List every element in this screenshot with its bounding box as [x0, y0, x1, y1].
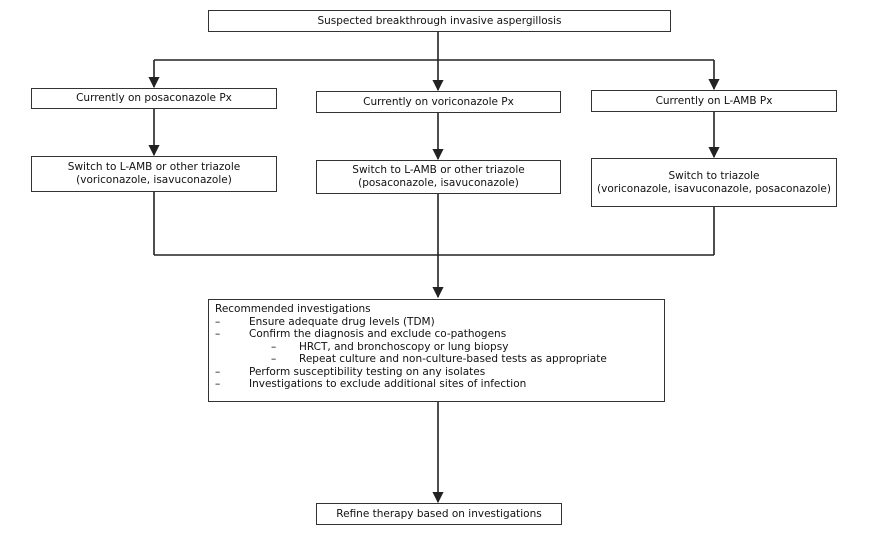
- current-voriconazole-box: Currently on voriconazole Px: [316, 91, 561, 113]
- bullet-dash: –: [215, 365, 221, 378]
- switch-posaconazole-line2: (voriconazole, isavuconazole): [76, 174, 232, 186]
- current-posaconazole-label: Currently on posaconazole Px: [76, 92, 232, 104]
- investigation-item: – Investigations to exclude additional s…: [215, 378, 658, 391]
- investigations-box: Recommended investigations – Ensure adeq…: [208, 299, 665, 402]
- investigation-subitem: – Repeat culture and non-culture-based t…: [215, 353, 658, 366]
- bullet-dash: –: [271, 340, 277, 353]
- switch-posaconazole-box: Switch to L-AMB or other triazole (voric…: [31, 156, 277, 192]
- switch-voriconazole-line2: (posaconazole, isavuconazole): [358, 177, 519, 189]
- switch-posaconazole-line1: Switch to L-AMB or other triazole: [67, 161, 241, 173]
- investigation-subitem: – HRCT, and bronchoscopy or lung biopsy: [215, 341, 658, 354]
- investigation-subitem-text: Repeat culture and non-culture-based tes…: [299, 353, 607, 365]
- suspected-breakthrough-label: Suspected breakthrough invasive aspergil…: [317, 14, 562, 27]
- investigation-item: – Perform susceptibility testing on any …: [215, 366, 658, 379]
- investigation-item-text: Perform susceptibility testing on any is…: [249, 365, 486, 378]
- refine-therapy-label: Refine therapy based on investigations: [336, 507, 542, 520]
- suspected-breakthrough-box: Suspected breakthrough invasive aspergil…: [208, 10, 671, 32]
- investigation-subitem-text: HRCT, and bronchoscopy or lung biopsy: [299, 340, 509, 353]
- switch-lamb-line1: Switch to triazole: [668, 169, 760, 182]
- investigation-item-text: Investigations to exclude additional sit…: [249, 378, 527, 390]
- bullet-dash: –: [215, 315, 221, 328]
- switch-lamb-line2: (voriconazole, isavuconazole, posaconazo…: [597, 182, 831, 195]
- current-posaconazole-box: Currently on posaconazole Px: [31, 88, 277, 109]
- switch-voriconazole-box: Switch to L-AMB or other triazole (posac…: [316, 160, 561, 194]
- bullet-dash: –: [215, 378, 221, 390]
- investigation-item: – Confirm the diagnosis and exclude co-p…: [215, 328, 658, 341]
- switch-lamb-box: Switch to triazole (voriconazole, isavuc…: [591, 158, 837, 207]
- investigations-title: Recommended investigations: [215, 303, 371, 315]
- refine-therapy-box: Refine therapy based on investigations: [316, 503, 562, 525]
- investigation-item: – Ensure adequate drug levels (TDM): [215, 316, 658, 329]
- bullet-dash: –: [215, 328, 221, 340]
- current-lamb-label: Currently on L-AMB Px: [655, 94, 773, 107]
- current-lamb-box: Currently on L-AMB Px: [591, 90, 837, 112]
- investigation-item-text: Confirm the diagnosis and exclude co-pat…: [249, 328, 507, 340]
- bullet-dash: –: [271, 353, 277, 365]
- current-voriconazole-label: Currently on voriconazole Px: [363, 95, 514, 108]
- switch-voriconazole-line1: Switch to L-AMB or other triazole: [352, 164, 525, 176]
- investigation-item-text: Ensure adequate drug levels (TDM): [249, 315, 435, 328]
